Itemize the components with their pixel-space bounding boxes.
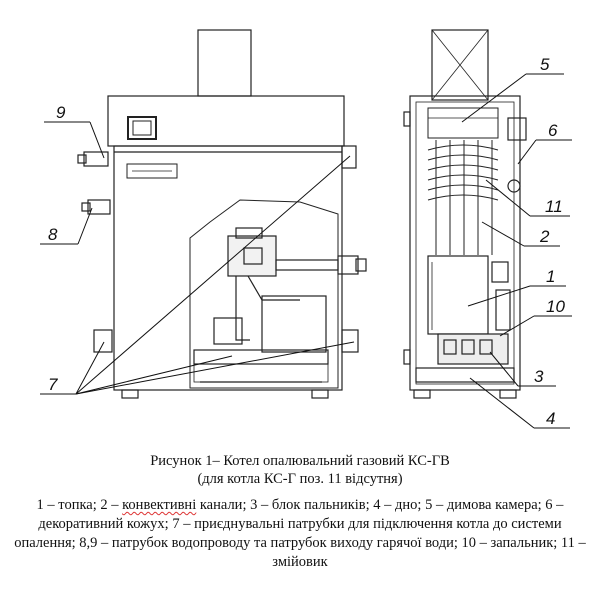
hatch-window <box>127 116 157 140</box>
burner-box <box>261 295 327 353</box>
callout-4: 4 <box>546 409 555 428</box>
callout-6: 6 <box>548 121 558 140</box>
side-view <box>403 29 527 399</box>
boiler-bottom <box>415 367 515 383</box>
fitting-9 <box>83 151 109 167</box>
callout-3: 3 <box>534 367 544 386</box>
figure-caption: Рисунок 1– Котел опалювальний газовий КС… <box>0 452 600 488</box>
fitting-8 <box>87 199 111 215</box>
convective-channels <box>435 140 493 255</box>
callout-1: 1 <box>546 267 555 286</box>
callout-2: 2 <box>539 227 550 246</box>
firebox <box>427 255 489 335</box>
side-flue <box>431 29 489 101</box>
cutaway-panel <box>189 199 339 389</box>
callout-9: 9 <box>56 103 66 122</box>
ignition-unit <box>213 317 243 345</box>
burner-block <box>437 333 509 365</box>
legend-part-1: 1 – топка; 2 – <box>36 497 123 513</box>
legend-part-3: канали; 3 – блок пальників; 4 – дно; 5 –… <box>38 497 564 532</box>
callout-8: 8 <box>48 225 58 244</box>
caption-title: Рисунок 1– Котел опалювальний газовий КС… <box>150 453 450 469</box>
flue-pipe <box>197 29 252 97</box>
callout-11: 11 <box>545 197 563 216</box>
foot <box>311 389 329 399</box>
decorative-casing <box>409 95 521 391</box>
smoke-chamber <box>427 107 499 139</box>
front-view <box>77 29 367 399</box>
figure-legend: 1 – топка; 2 – конвективні канали; 3 – б… <box>6 496 594 572</box>
foot <box>121 389 139 399</box>
ignitor <box>491 261 509 283</box>
brand-badge <box>126 163 178 179</box>
caption-note: (для котла КС-Г поз. 11 відсутня) <box>197 471 403 487</box>
callout-10: 10 <box>546 297 565 316</box>
fitting-7-bottom <box>341 329 359 353</box>
boiler-figure: 9 8 7 5 6 11 2 1 10 3 4 <box>40 29 572 429</box>
legend-part-4: 7 – приєднувальні патрубки для підключен… <box>14 516 586 570</box>
legend-misspelled-word: конвективні <box>122 497 197 513</box>
leader-lines <box>40 73 572 429</box>
coil <box>427 144 499 201</box>
boiler-body <box>113 145 343 391</box>
fitting-7-left <box>93 329 113 353</box>
callout-5: 5 <box>540 55 550 74</box>
callout-7: 7 <box>48 375 58 394</box>
gas-valve <box>227 235 277 277</box>
fitting-7-top <box>341 145 357 169</box>
gas-inlet-pipe <box>275 259 339 271</box>
